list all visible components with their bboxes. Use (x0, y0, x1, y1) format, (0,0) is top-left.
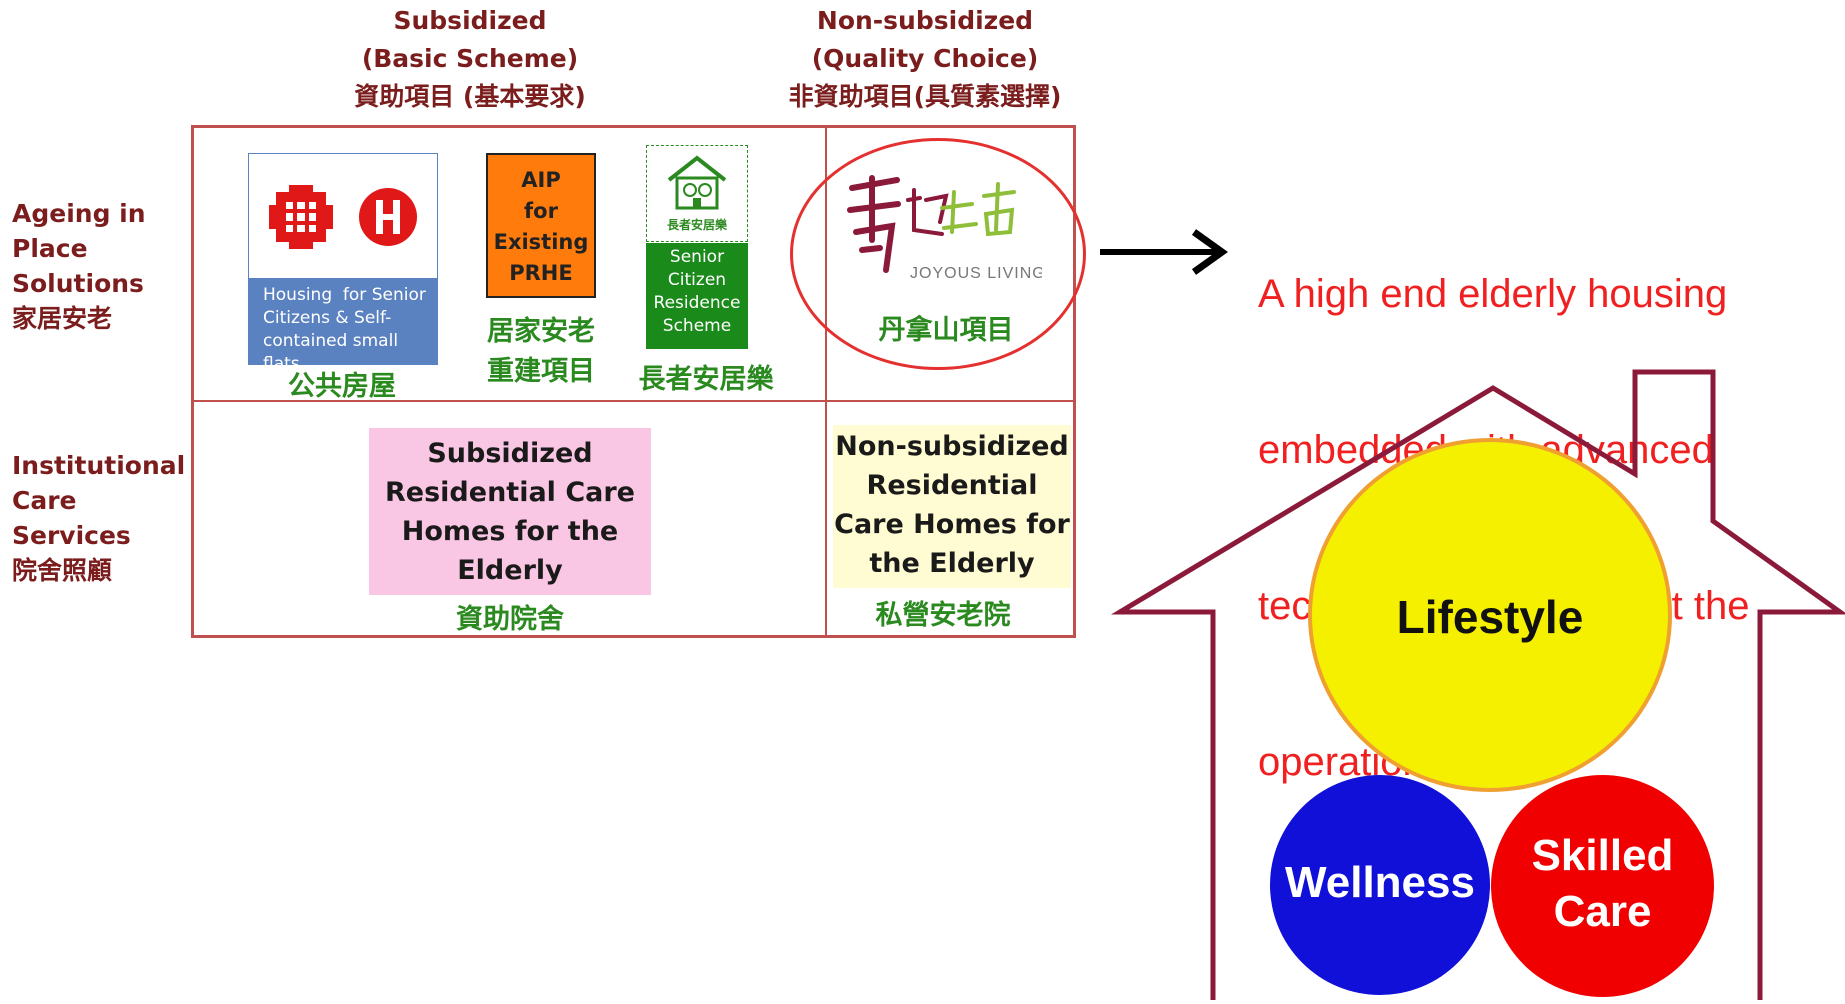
senior-caption: 長者安居樂 (638, 364, 774, 395)
aip-tile: AIP for Existing PRHE (486, 153, 596, 298)
skilled-care-line2: Care (1553, 887, 1652, 936)
non-subsidized-rch-box: Non-subsidized Residential Care Homes fo… (833, 425, 1071, 588)
subsidized-rch-caption: 資助院舍 (456, 604, 564, 635)
column-header-subsidized: Subsidized (Basic Scheme) 資助項目 (基本要求) (300, 2, 640, 116)
non-subsidized-rch-line2: Residential (866, 470, 1038, 501)
housing-society-h-icon (359, 188, 417, 246)
non-subsidized-rch-line3: Care Homes for (834, 509, 1070, 540)
aip-line1: AIP (521, 168, 561, 192)
senior-logo-caption: 長者安居樂 (666, 218, 727, 232)
subsidized-line1: Subsidized (393, 6, 547, 35)
wellness-label: Wellness (1285, 858, 1475, 907)
joyous-living-logo: JOYOUS LIVING (847, 175, 1042, 282)
row-header-ageing: Ageing in Place Solutions 家居安老 (12, 196, 192, 336)
subsidized-line3: 資助項目 (基本要求) (354, 82, 586, 111)
senior-text-line1: Senior (669, 247, 725, 267)
non-subsidized-line1: Non-subsidized (816, 6, 1034, 35)
grid-horizontal-divider (193, 400, 1074, 402)
ageing-line3: Solutions (12, 269, 144, 298)
joyous-living-highlight (790, 138, 1086, 370)
non-subsidized-line2: (Quality Choice) (811, 44, 1039, 73)
skilled-care-circle (1491, 775, 1714, 997)
skilled-care-line1: Skilled (1531, 831, 1674, 880)
house-logo-icon (667, 155, 727, 210)
subsidized-rch-box: Subsidized Residential Care Homes for th… (369, 428, 651, 595)
housing-text-line2: Citizens & Self- (263, 308, 392, 328)
row-header-institutional: Institutional Care Services 院舍照顧 (12, 448, 192, 588)
non-subsidized-rch-line1: Non-subsidized (835, 431, 1069, 462)
senior-text-line4: Scheme (662, 316, 732, 336)
joyous-living-logo-text: JOYOUS LIVING (910, 265, 1042, 282)
wellness-circle (1270, 775, 1490, 995)
subsidized-rch-line2: Residential Care (385, 477, 635, 508)
housing-tile-text: Housing for Senior Citizens & Self- cont… (249, 278, 437, 374)
subsidized-rch-line3: Homes for the (401, 516, 619, 547)
aip-caption-line1: 居家安老 (487, 316, 595, 347)
institutional-line3: Services (12, 521, 131, 550)
non-subsidized-rch-line4: the Elderly (869, 548, 1035, 579)
grid-vertical-divider (825, 127, 827, 636)
housing-text-line3: contained small flats (263, 331, 399, 374)
joyous-living-caption: 丹拿山項目 (878, 315, 1014, 346)
institutional-line2: Care (12, 486, 77, 515)
institutional-line4: 院舍照顧 (12, 556, 113, 585)
senior-text-line3: Residence (653, 293, 741, 313)
non-subsidized-line3: 非資助項目(具質素選擇) (788, 82, 1062, 111)
housing-tile: Housing for Senior Citizens & Self- cont… (248, 153, 438, 374)
aip-caption: 居家安老 重建項目 (466, 312, 616, 392)
aip-caption-line2: 重建項目 (487, 356, 595, 387)
non-subsidized-rch-caption: 私營安老院 (875, 600, 1011, 631)
aip-line3: Existing (493, 230, 589, 254)
arrow-right-icon (1100, 229, 1229, 275)
description-line1: A high end elderly housing (1258, 272, 1728, 316)
senior-text-line2: Citizen (667, 270, 727, 290)
ageing-line4: 家居安老 (12, 304, 113, 333)
ageing-line2: Place (12, 234, 88, 263)
housing-authority-icon (269, 185, 333, 249)
institutional-line1: Institutional (12, 451, 186, 480)
aip-line2: for (524, 199, 558, 223)
aip-line4: PRHE (509, 261, 573, 285)
subsidized-rch-line1: Subsidized (427, 438, 593, 469)
senior-logo-box: 長者安居樂 (646, 145, 748, 242)
lifestyle-label: Lifestyle (1396, 591, 1584, 643)
housing-caption: 公共房屋 (288, 371, 396, 402)
column-header-non-subsidized: Non-subsidized (Quality Choice) 非資助項目(具質… (750, 2, 1100, 116)
housing-text-line1: Housing for Senior (263, 285, 426, 305)
senior-tile-text: Senior Citizen Residence Scheme (646, 243, 748, 349)
subsidized-line2: (Basic Scheme) (361, 44, 579, 73)
ageing-line1: Ageing in (12, 199, 146, 228)
matrix-grid (191, 125, 1076, 638)
lifestyle-circle (1308, 438, 1672, 792)
subsidized-rch-line4: Elderly (457, 555, 563, 586)
skilled-care-label: Skilled Care (1491, 828, 1714, 940)
